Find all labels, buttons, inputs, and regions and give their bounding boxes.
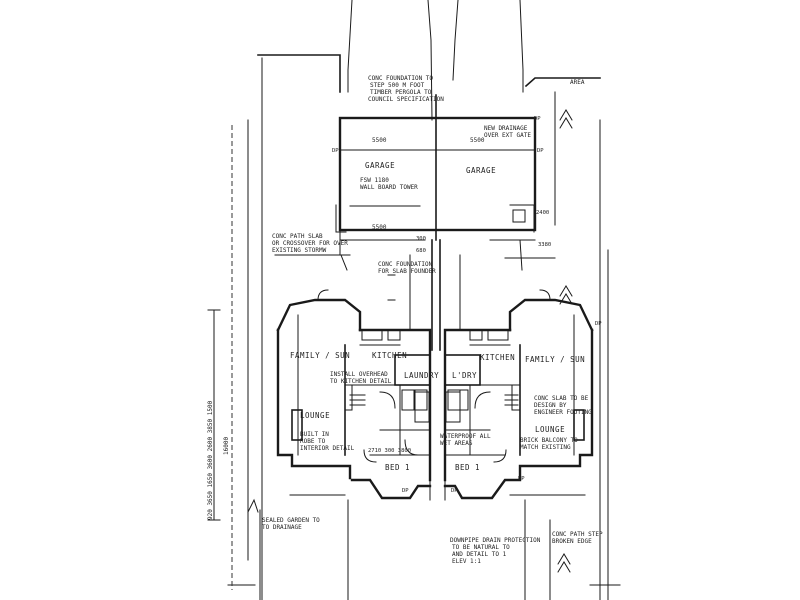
note-right-downpipe: NEW DRAINAGE OVER EXT GATE bbox=[484, 125, 531, 139]
note-center-waterproof: WATERPROOF ALL WET AREAS bbox=[440, 433, 494, 447]
downpipe-marker: DP bbox=[595, 321, 602, 327]
dim-center-300: 300 bbox=[416, 236, 426, 242]
lounge-right-label: LOUNGE bbox=[535, 425, 565, 434]
dim-side-2: 2400 bbox=[536, 210, 549, 216]
center-wet-areas bbox=[394, 354, 481, 501]
note-bottom-center: DOWNPIPE DRAIN PROTECTION TO BE NATURAL … bbox=[450, 537, 544, 565]
dim-vert-parts: 920 3650 1650 3600 2600 3850 1500 bbox=[207, 400, 214, 520]
downpipe-marker: DP bbox=[537, 148, 544, 154]
section-marker-bottom bbox=[557, 553, 571, 573]
connecting-walls bbox=[274, 229, 556, 351]
downpipe-marker: DP bbox=[518, 476, 525, 482]
downpipe-marker: DP bbox=[402, 488, 409, 494]
downpipe-marker: DP bbox=[451, 488, 458, 494]
door-swings bbox=[317, 289, 551, 463]
dim-bed: 2710 300 3800 bbox=[368, 448, 411, 454]
note-top-center: CONC FOUNDATION TO STEP 500 M FOOT TIMBE… bbox=[368, 75, 444, 103]
laundry-right-label: L'DRY bbox=[452, 371, 477, 380]
downpipe-marker: DP bbox=[332, 148, 339, 154]
note-bottom-right: CONC PATH STEP BROKEN EDGE bbox=[552, 531, 606, 545]
lounge-left-label: LOUNGE bbox=[300, 411, 330, 420]
note-left-lounge: BUILT IN ROBE TO INTERIOR DETAIL bbox=[300, 431, 355, 452]
note-top-right-area: AREA bbox=[570, 79, 585, 86]
section-marker-top bbox=[559, 109, 573, 129]
laundry-label: LAUNDRY bbox=[404, 371, 439, 380]
dim-garage-top-left: 5500 bbox=[372, 137, 387, 144]
left-dimension-strip bbox=[207, 309, 221, 521]
side-boundaries bbox=[231, 119, 609, 600]
downpipe-marker: DP bbox=[534, 116, 541, 122]
dim-garage-bottom: 5500 bbox=[372, 224, 387, 231]
dim-center-680: 680 bbox=[416, 248, 426, 254]
dim-garage-top-right: 5500 bbox=[470, 137, 485, 144]
note-right-family: CONC SLAB TO BE DESIGN BY ENGINEER FOOTI… bbox=[534, 395, 592, 416]
note-left-kitchen: INSTALL OVERHEAD TO KITCHEN DETAIL bbox=[330, 371, 392, 385]
garage-block bbox=[335, 94, 537, 241]
section-marker-left bbox=[247, 498, 259, 513]
section-marker-mid bbox=[559, 285, 573, 305]
family-left-label: FAMILY / SUN bbox=[290, 351, 350, 360]
dim-side: 3380 bbox=[538, 242, 551, 248]
kitchen-left-label: KITCHEN bbox=[372, 351, 407, 360]
note-left-crossover: CONC PATH SLAB OR CROSSOVER FOR OVER EXI… bbox=[272, 233, 351, 254]
garage-left-label: GARAGE bbox=[365, 161, 395, 170]
dim-vert-total: 16000 bbox=[223, 437, 230, 455]
bottom-features bbox=[227, 494, 621, 600]
note-center-conc: CONC FOUNDATION FOR SLAB FOUNDER bbox=[378, 261, 436, 275]
right-unit-walls bbox=[443, 298, 594, 500]
note-garage-mid: FSW 1180 WALL BOARD TOWER bbox=[360, 177, 418, 191]
note-bottom-left: SEALED GARDEN TO TO DRAINAGE bbox=[262, 517, 323, 531]
bed-left-label: BED 1 bbox=[385, 463, 410, 472]
bed-right-label: BED 1 bbox=[455, 463, 480, 472]
family-right-label: FAMILY / SUN bbox=[525, 355, 585, 364]
left-unit-walls bbox=[276, 274, 432, 500]
top-boundary-lines bbox=[257, 0, 601, 226]
kitchen-right-label: KITCHEN bbox=[480, 353, 515, 362]
garage-right-label: GARAGE bbox=[466, 166, 496, 175]
note-right-lounge: BRICK BALCONY TO MATCH EXISTING bbox=[520, 437, 581, 451]
